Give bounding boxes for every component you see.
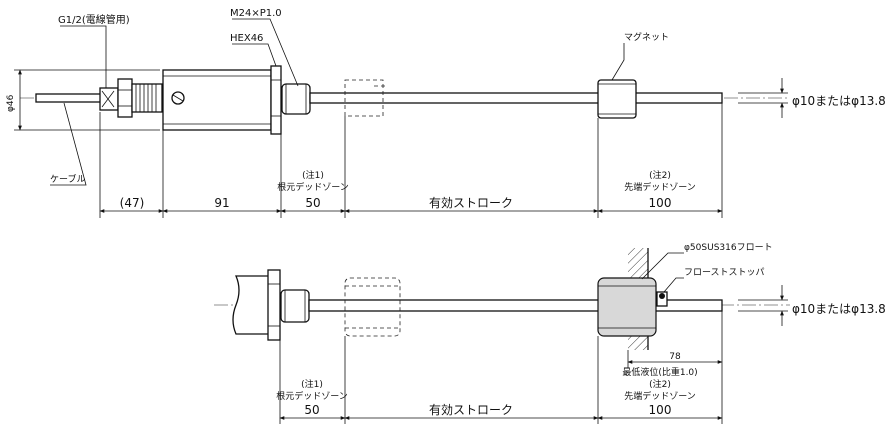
bottom-right-diameter-label: φ10またはφ13.8 [792,302,886,316]
bottom-tip-dead-zone: 先端デッドゾーン [624,390,696,402]
bottom-view: φ10またはφ13.8 φ50SUS316フロート フローストストッパ 78 最… [214,243,886,424]
bottom-dim-stroke: 有効ストローク [429,402,513,417]
top-conduit-label: G1/2(電線管用) [58,13,130,26]
bottom-stopper-leader [663,277,684,293]
top-magnet [597,79,637,119]
top-hex-leader [232,43,277,67]
top-conduit-leader [60,25,107,88]
top-float-position-dashed [344,79,384,117]
top-right-diameter-label: φ10またはφ13.8 [792,94,886,108]
top-magnet-leader [611,43,625,81]
top-cable-leader [50,102,87,186]
bottom-float [597,277,657,337]
top-note2: (注2) [649,169,671,181]
bottom-float-label: φ50SUS316フロート [684,243,773,253]
bottom-dim-78: 78 [669,352,681,362]
bottom-float-leader [641,252,684,280]
top-thread-label: M24×P1.0 [230,8,282,19]
bottom-stopper-screw [659,293,665,299]
bottom-dim-50: 50 [304,403,319,417]
bottom-root-dead-zone: 根元デッドゾーン [276,390,348,402]
top-hex-flange [270,65,282,135]
bottom-min-level: 最低液位(比重1.0) [622,366,697,378]
top-dim-50: 50 [305,196,320,210]
top-cable-label: ケーブル [50,173,85,185]
top-magnet-label: マグネット [624,31,669,43]
top-root-dead-zone: 根元デッドゾーン [277,181,349,193]
top-dim-100: 100 [649,196,672,210]
top-view: φ46 φ10またはφ13.8 G1/2(電線管用) M24×P1.0 HEX4… [6,8,886,218]
top-probe-pipe [309,92,723,104]
top-dim-91: 91 [214,196,229,210]
top-conduit-thread [131,83,163,113]
top-dim-47: (47) [120,196,145,210]
bottom-stopper-label: フローストストッパ [684,267,765,278]
top-thread-leader [232,18,299,87]
bottom-dim-100: 100 [649,403,672,417]
bottom-hex-flange [267,269,281,341]
bottom-note2: (注2) [649,378,671,390]
top-cable [35,93,103,103]
bottom-note1: (注1) [301,378,323,390]
bottom-housing-stub [232,275,271,335]
bottom-float-position-dashed [344,277,401,337]
top-phi46-label: φ46 [6,94,16,112]
bottom-probe-pipe [308,299,723,312]
top-note1: (注1) [302,169,324,181]
top-hex-label: HEX46 [230,33,263,44]
top-tip-dead-zone: 先端デッドゾーン [624,181,696,193]
top-gland-hex [117,78,133,118]
top-dim-stroke: 有効ストローク [429,195,513,210]
